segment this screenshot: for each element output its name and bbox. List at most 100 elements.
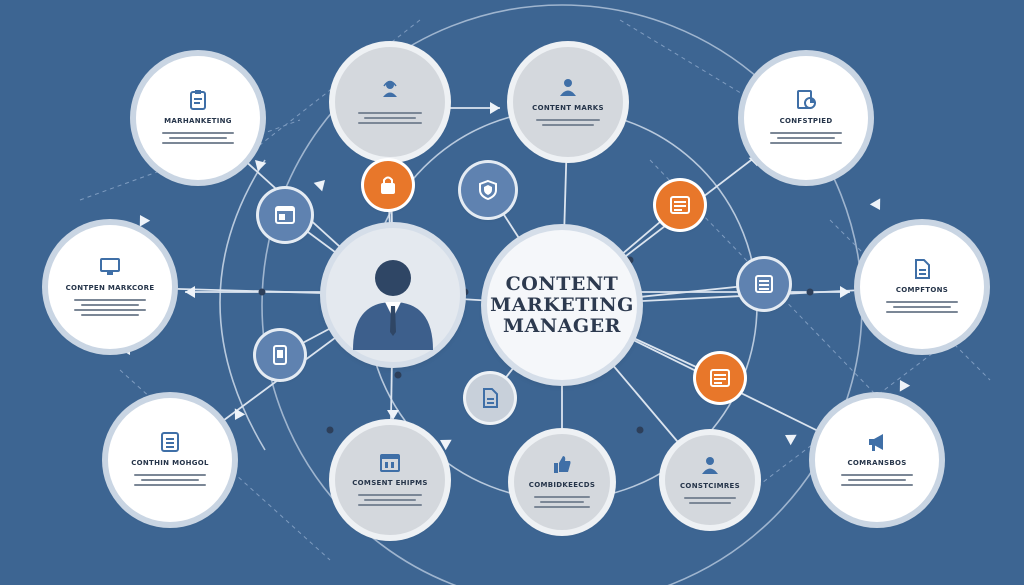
clipboard-icon — [187, 89, 209, 111]
user-icon — [699, 454, 721, 476]
document-icon — [911, 258, 933, 280]
arrowhead — [869, 198, 881, 210]
junction-dot — [394, 371, 402, 379]
browser-window-icon — [275, 206, 295, 224]
text-placeholder-line — [81, 313, 139, 316]
hub-title-line: MARKETING — [490, 293, 634, 316]
text-placeholder-line — [364, 117, 416, 119]
junction-dot — [806, 288, 814, 296]
badge-tablet-icon — [256, 331, 304, 379]
junction-dot — [626, 256, 634, 264]
arrowhead — [440, 439, 452, 451]
arrowhead — [748, 155, 760, 167]
document-icon — [483, 388, 498, 408]
text-placeholder-line — [74, 308, 146, 311]
badge-lock-icon — [364, 161, 412, 209]
node-label: COMPFTONS — [895, 286, 949, 294]
arrowhead — [387, 410, 399, 420]
shield-icon — [479, 179, 497, 201]
person-headset-icon — [379, 77, 401, 99]
node-text-lines — [358, 109, 422, 127]
manager-avatar-circle — [326, 228, 460, 362]
text-placeholder-line — [539, 501, 585, 503]
node-text-lines — [74, 296, 146, 319]
junction-dot — [326, 426, 334, 434]
topic-node — [335, 47, 445, 157]
node-label: CONTENT MARKS — [532, 103, 604, 112]
hub-title-line: CONTENT — [505, 272, 619, 295]
topic-node: CONTPEN MARKCORE — [48, 225, 172, 349]
node-label: CONTPEN MARKCORE — [65, 283, 155, 292]
node-label: CONSTCIMRES — [680, 481, 740, 490]
text-placeholder-line — [848, 479, 906, 481]
topic-node: COMBIDKEECDS — [514, 434, 610, 530]
tablet-icon — [273, 345, 287, 365]
text-placeholder-line — [777, 137, 835, 139]
lock-icon — [381, 176, 395, 194]
checklist-icon — [159, 431, 181, 453]
arrowhead — [840, 286, 850, 298]
text-placeholder-line — [841, 484, 913, 486]
topic-node: CONTHIN MOHGOL — [108, 398, 232, 522]
node-text-lines — [683, 494, 737, 507]
topic-node: CONSTCIMRES — [665, 435, 755, 525]
person-icon — [557, 76, 579, 98]
text-placeholder-line — [683, 496, 737, 499]
text-placeholder-line — [169, 137, 227, 139]
badge-list-icon — [739, 259, 789, 309]
text-placeholder-line — [81, 303, 139, 306]
topic-node: CONFSTPIED — [744, 56, 868, 180]
text-placeholder-line — [534, 496, 590, 498]
text-placeholder-line — [689, 501, 731, 504]
text-placeholder-line — [358, 504, 422, 506]
node-label: MARHANKETING — [164, 117, 232, 125]
node-text-lines — [534, 493, 590, 511]
text-placeholder-line — [542, 123, 594, 126]
arrowhead — [139, 215, 151, 227]
topic-node: CONTENT MARKS — [513, 47, 623, 157]
dashed-connector — [119, 369, 331, 561]
badge-shield-icon — [461, 163, 515, 217]
arrowhead — [234, 408, 246, 420]
node-text-lines — [841, 471, 913, 489]
arrowhead — [185, 286, 195, 298]
text-placeholder-line — [134, 474, 206, 476]
topic-node: COMRANSBOS — [815, 398, 939, 522]
arrowhead — [490, 102, 500, 114]
node-text-lines — [162, 129, 234, 147]
text-placeholder-line — [534, 506, 590, 508]
text-placeholder-line — [162, 142, 234, 144]
arrowhead — [313, 180, 325, 192]
text-placeholder-line — [358, 112, 422, 114]
topic-node: COMPFTONS — [860, 225, 984, 349]
dashboard-icon — [710, 369, 730, 387]
text-placeholder-line — [886, 301, 958, 303]
node-label: CONTHIN MOHGOL — [131, 459, 209, 467]
document-chart-icon — [795, 89, 817, 111]
badge-browser-window-icon — [259, 189, 311, 241]
text-placeholder-line — [162, 132, 234, 134]
text-placeholder-line — [770, 132, 842, 134]
junction-dot — [258, 288, 266, 296]
text-placeholder-line — [358, 122, 422, 124]
node-text-lines — [134, 471, 206, 489]
arrowhead — [785, 434, 797, 446]
list-icon — [755, 275, 773, 293]
junction-dot — [461, 288, 469, 296]
dashed-connector — [214, 19, 421, 181]
monitor-icon — [99, 256, 121, 278]
node-text-lines — [536, 116, 600, 129]
arrowhead — [255, 160, 267, 172]
node-label: COMRANSBOS — [847, 459, 907, 467]
thumbs-up-icon — [551, 453, 573, 475]
junction-dot — [556, 224, 564, 232]
dashed-connector — [79, 119, 301, 201]
topic-node: COMSENT EHIPMS — [335, 425, 445, 535]
text-placeholder-line — [893, 306, 951, 308]
node-label: CONFSTPIED — [779, 117, 833, 125]
dashboard-icon — [670, 196, 690, 214]
text-placeholder-line — [886, 311, 958, 313]
